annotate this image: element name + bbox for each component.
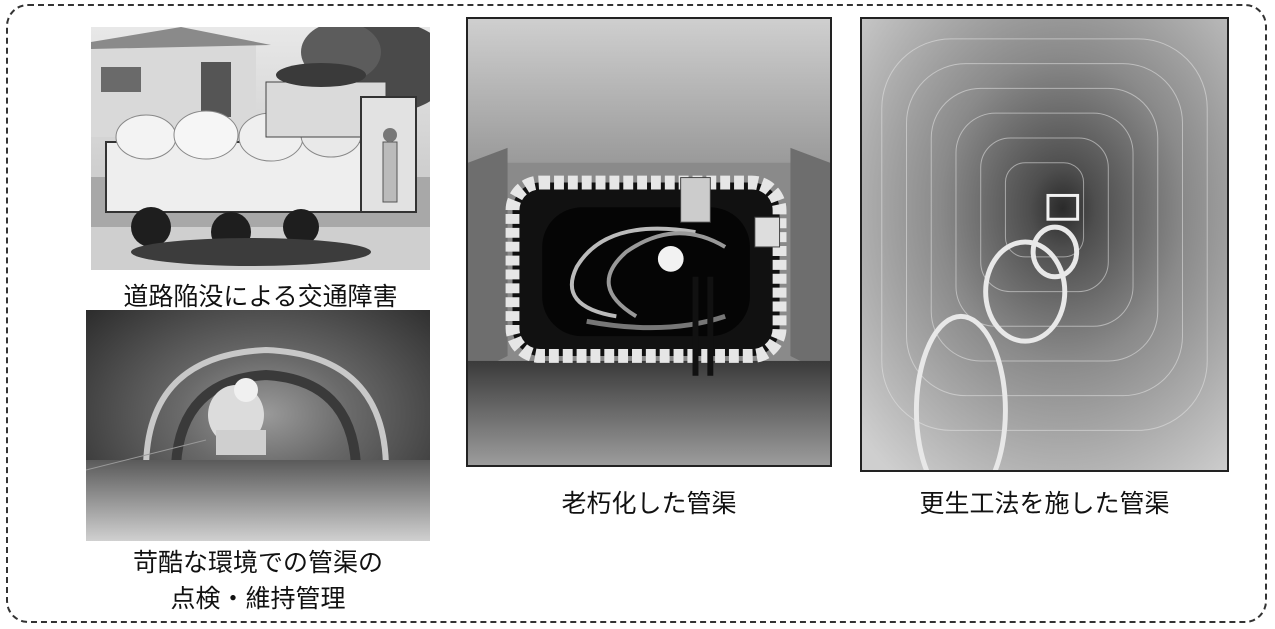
aged-pipe-caption: 老朽化した管渠 <box>561 489 737 518</box>
aged-pipe-photo <box>466 17 832 467</box>
road-collapse-photo <box>91 27 430 270</box>
rehabilitated-pipe-caption: 更生工法を施した管渠 <box>919 489 1170 518</box>
road-collapse-caption: 道路陥没による交通障害 <box>123 282 398 311</box>
harsh-inspection-caption-line1: 苛酷な環境での管渠の <box>132 548 383 577</box>
harsh-inspection-caption-line2: 点検・維持管理 <box>170 584 346 613</box>
dashed-frame <box>6 4 1267 623</box>
rehabilitated-pipe-photo <box>860 17 1229 472</box>
sewer-inspection-photo <box>86 310 430 541</box>
